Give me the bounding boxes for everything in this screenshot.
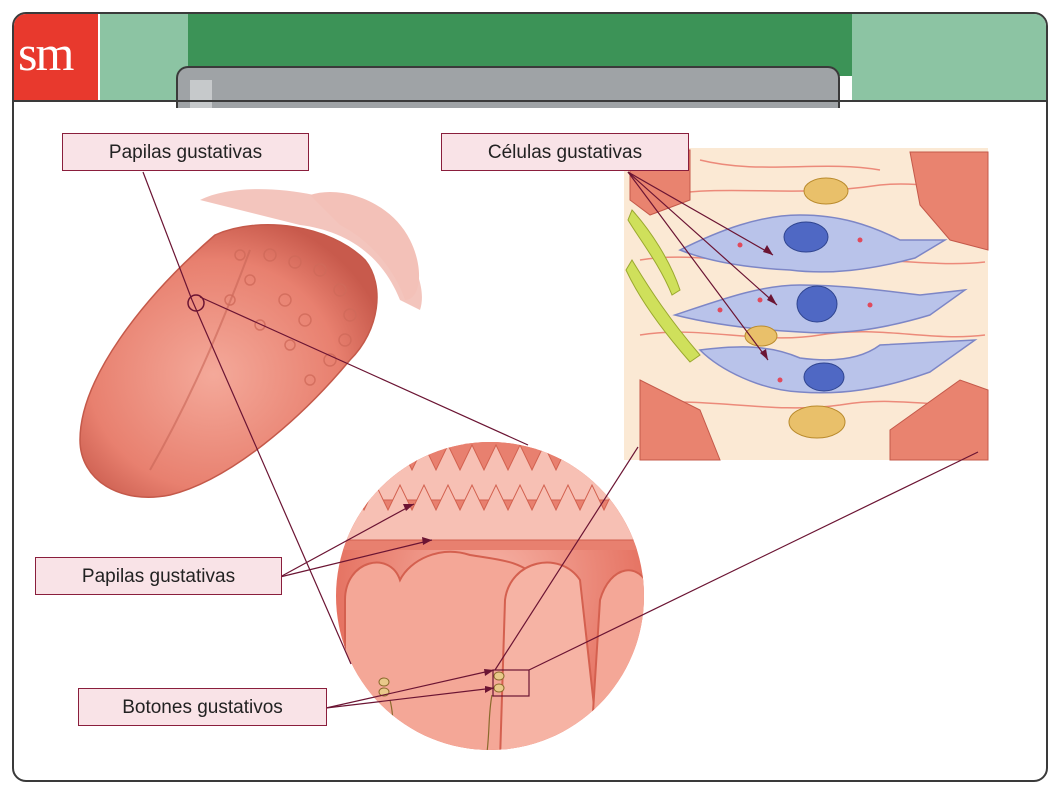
header-band-dark: [188, 14, 852, 76]
header-band-left: [100, 14, 188, 102]
sm-logo: sm: [14, 14, 98, 100]
papillae-cross-section: [336, 442, 644, 750]
header-divider: [14, 100, 1046, 102]
label-papilas-gustativas-top: Papilas gustativas: [62, 133, 309, 171]
label-botones-gustativos: Botones gustativos: [78, 688, 327, 726]
arrowheads: [403, 245, 777, 693]
logo-text: sm: [18, 25, 74, 81]
leader-lines: [142, 171, 979, 709]
tongue-illustration: [79, 189, 422, 498]
header-band-right: [852, 14, 1046, 102]
label-celulas-gustativas: Células gustativas: [441, 133, 689, 171]
taste-cells-micrograph: [624, 148, 989, 461]
label-papilas-gustativas-bottom: Papilas gustativas: [35, 557, 282, 595]
